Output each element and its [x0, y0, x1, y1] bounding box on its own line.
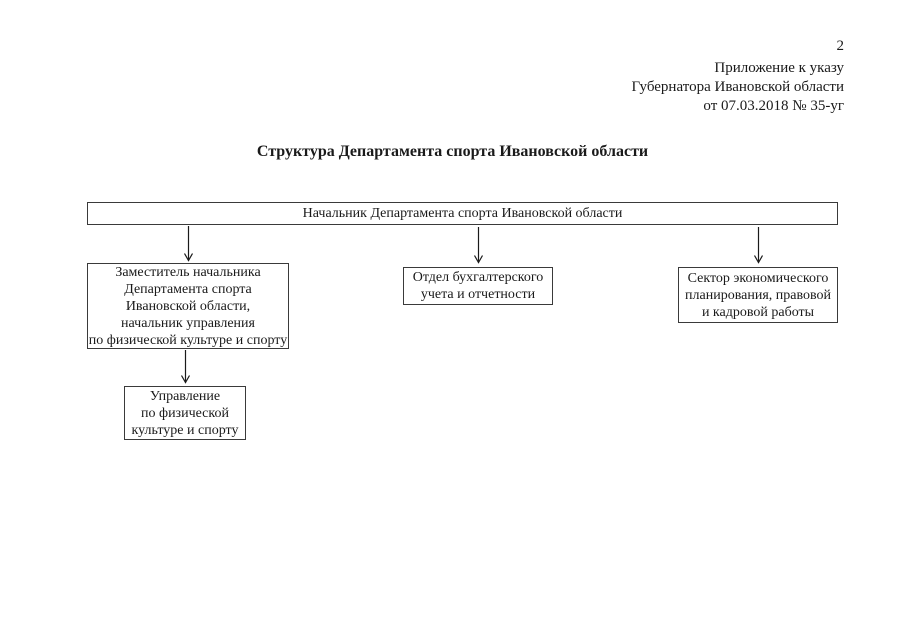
header-line: от 07.03.2018 № 35-уг [703, 98, 844, 114]
header-line: Приложение к указу [714, 60, 844, 76]
document-header: Приложение к указу Губернатора Ивановско… [631, 59, 844, 116]
box-text-line: учета и отчетности [420, 287, 536, 302]
box-accounting-department: Отдел бухгалтерского учета и отчетности [403, 267, 553, 305]
box-text-line: Ивановской области, [125, 298, 251, 314]
box-text-line: Заместитель начальника [115, 264, 261, 280]
box-text-line: культуре и спорту [131, 422, 239, 438]
box-text-line: Начальник Департамента спорта Ивановской… [302, 206, 623, 221]
box-deputy-head: Заместитель начальника Департамента спор… [87, 263, 289, 349]
box-text-line: по физической [141, 405, 229, 421]
box-physical-culture-directorate: Управление по физической культуре и спор… [124, 386, 246, 440]
header-line: Губернатора Ивановской области [631, 79, 844, 95]
box-text-line: Отдел бухгалтерского [412, 270, 544, 285]
page-number: 2 [836, 38, 845, 54]
box-text-line: Департамента спорта [124, 281, 252, 297]
box-text-line: и кадровой работы [701, 304, 815, 320]
box-text-line: Управление [149, 388, 221, 404]
box-text-line: по физической культуре и спорту [88, 332, 288, 348]
connector-head-to-accounting [473, 227, 484, 264]
page-title: Структура Департамента спорта Ивановской… [256, 143, 649, 160]
box-text-line: Сектор экономического [687, 270, 829, 286]
box-text-line: начальник управления [121, 315, 255, 331]
box-text-line: планирования, правовой [685, 287, 831, 303]
connector-head-to-economics [753, 227, 764, 264]
connector-head-to-deputy [183, 226, 194, 262]
connector-deputy-to-directorate [180, 350, 191, 384]
box-economics-sector: Сектор экономического планирования, прав… [678, 267, 838, 323]
box-department-head: Начальник Департамента спорта Ивановской… [87, 202, 838, 225]
